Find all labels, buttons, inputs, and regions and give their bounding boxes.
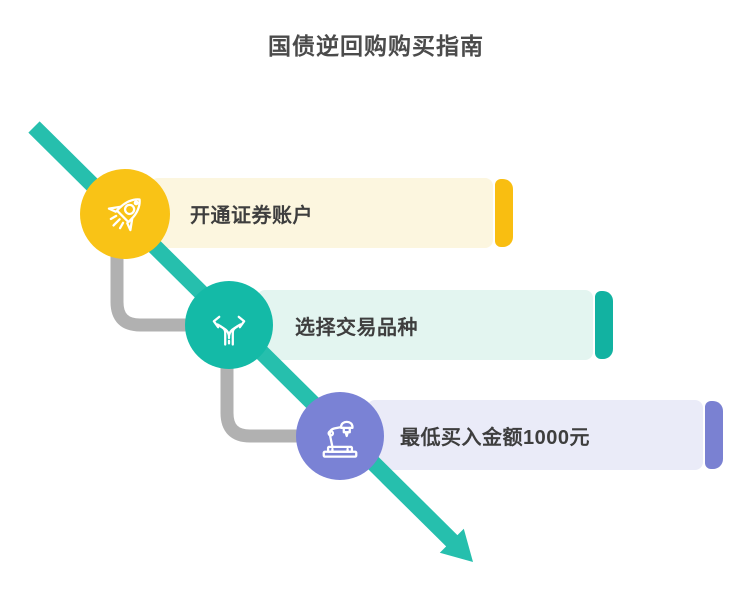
step-circle-3 <box>296 392 384 480</box>
step-bar-2-cap <box>595 291 613 359</box>
flow-arrow-head <box>439 528 473 562</box>
step-bar-3-cap <box>705 401 723 469</box>
rocket-icon <box>107 198 141 232</box>
split-path-icon <box>212 315 246 346</box>
step-circle-1 <box>80 169 170 259</box>
step-bar-2: 选择交易品种 <box>257 290 593 360</box>
connector-elbow-1 <box>110 250 193 332</box>
robot-arm-icon <box>322 420 358 458</box>
step-circle-2 <box>185 281 273 369</box>
connector-elbow-2 <box>220 360 303 443</box>
step-bar-1-cap <box>495 179 513 247</box>
step-bar-2-label: 选择交易品种 <box>295 316 418 339</box>
page-title: 国债逆回购购买指南 <box>268 33 484 59</box>
step-bar-3-label: 最低买入金额1000元 <box>400 426 590 449</box>
step-bar-1: 开通证券账户 <box>150 178 493 248</box>
step-bar-3: 最低买入金额1000元 <box>367 400 703 470</box>
step-bar-1-label: 开通证券账户 <box>190 204 313 227</box>
